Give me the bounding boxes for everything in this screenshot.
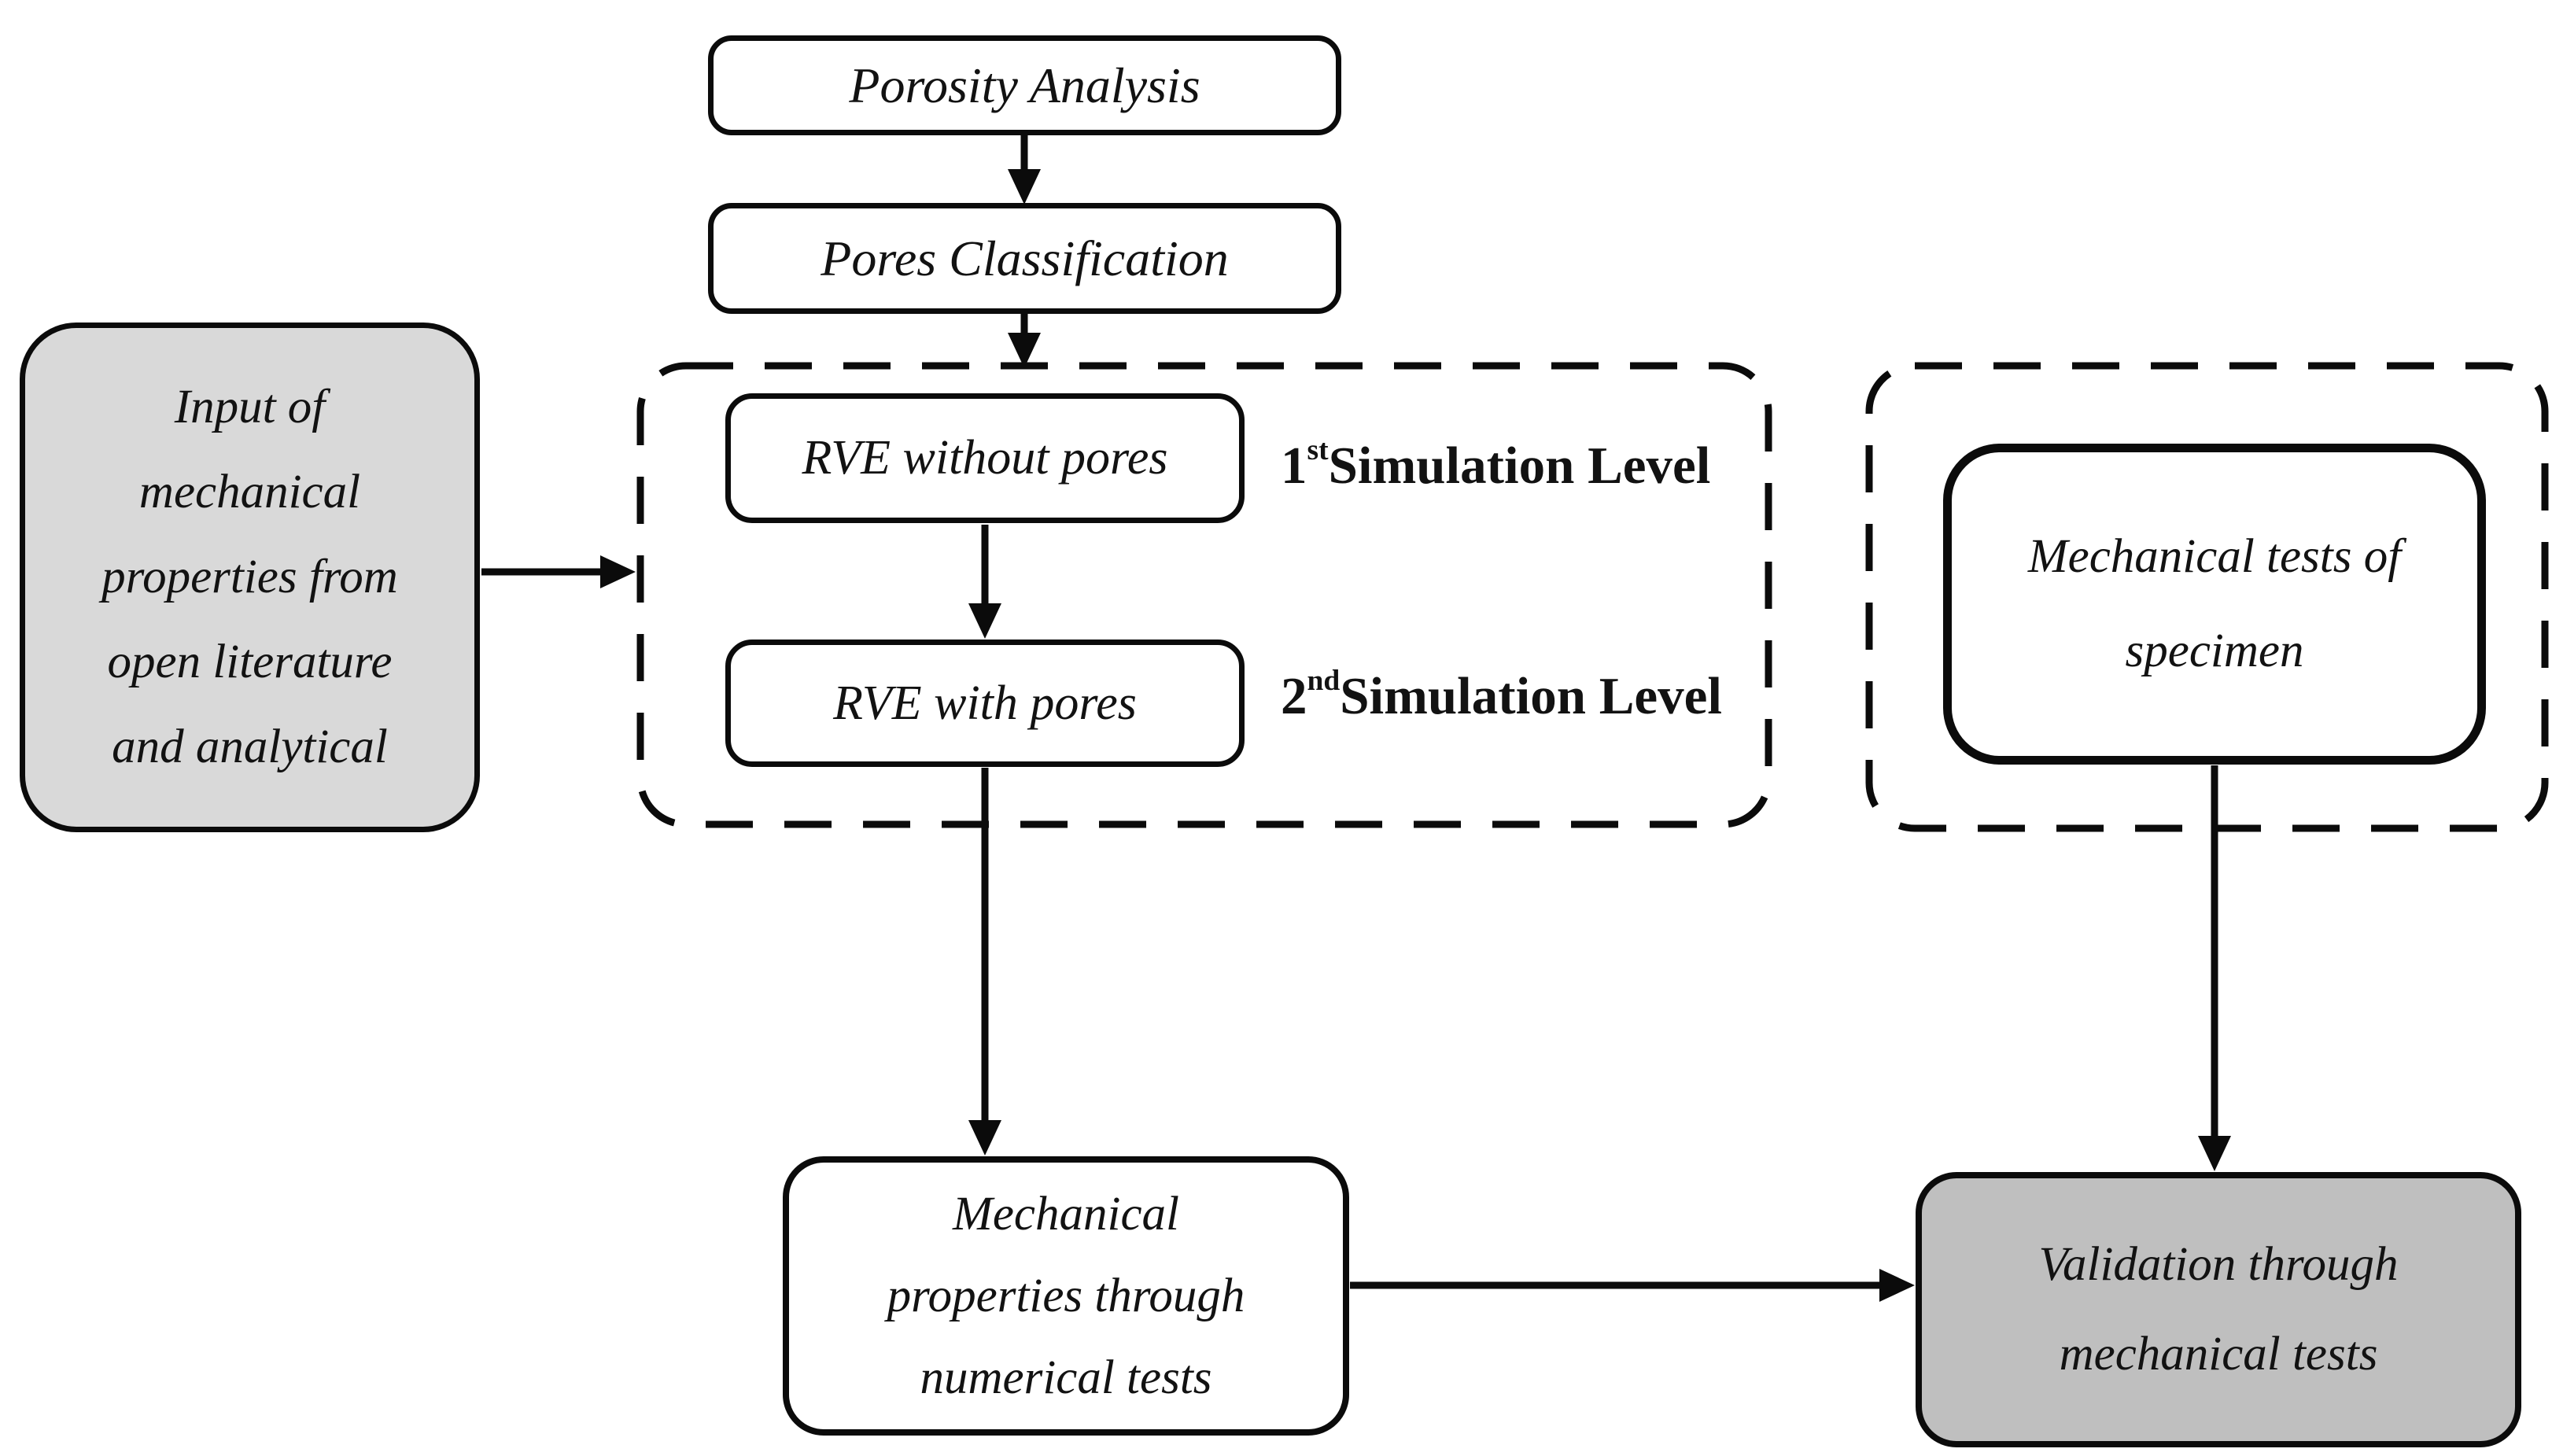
- rve-without-pores-label: RVE without pores: [802, 431, 1168, 485]
- rve-without-pores-box: RVE without pores: [725, 393, 1245, 523]
- pores-classification-box: Pores Classification: [708, 203, 1341, 314]
- input-line: and analytical: [112, 721, 388, 773]
- validation-line: mechanical tests: [2059, 1328, 2378, 1380]
- pores-classification-label: Pores Classification: [821, 230, 1229, 286]
- arrow-porosity-to-pores: [1008, 135, 1041, 205]
- spec-line: Mechanical tests of: [2027, 530, 2402, 583]
- mechanical-tests-specimen-box: Mechanical tests of specimen: [1943, 444, 2486, 765]
- validation-line: Validation through: [2038, 1238, 2399, 1291]
- simulation-level-text: Simulation Level: [1328, 436, 1711, 495]
- validation-mechanical-tests-box: Validation through mechanical tests: [1916, 1172, 2521, 1447]
- rve-with-pores-label: RVE with pores: [833, 676, 1137, 730]
- ordinal-suffix: nd: [1307, 665, 1341, 697]
- input-mechanical-properties-box: Input of mechanical properties from open…: [20, 323, 480, 832]
- arrow-spec-to-validation: [2198, 765, 2231, 1171]
- ordinal-number: 2: [1281, 666, 1307, 725]
- ordinal-number: 1: [1281, 436, 1307, 495]
- arrow-numerical-to-validation: [1350, 1269, 1915, 1302]
- arrow-input-to-simulation-group: [481, 555, 636, 588]
- numerical-line: Mechanical: [953, 1187, 1179, 1240]
- simulation-level-text: Simulation Level: [1340, 666, 1723, 725]
- arrow-rve-with-to-numerical: [968, 768, 1001, 1156]
- numerical-properties-box: Mechanical properties through numerical …: [783, 1156, 1349, 1436]
- rve-with-pores-box: RVE with pores: [725, 640, 1245, 767]
- ordinal-suffix: st: [1307, 434, 1329, 466]
- spec-line: specimen: [2125, 625, 2304, 677]
- numerical-line: properties through: [887, 1269, 1245, 1322]
- porosity-analysis-box: Porosity Analysis: [708, 35, 1341, 135]
- input-line: mechanical: [138, 466, 361, 518]
- arrow-pores-to-simulation-group: [1008, 314, 1041, 368]
- arrow-rve-without-to-rve-with: [968, 525, 1001, 639]
- input-line: open literature: [107, 636, 393, 688]
- numerical-line: numerical tests: [920, 1351, 1212, 1404]
- porosity-analysis-label: Porosity Analysis: [849, 57, 1200, 113]
- input-line: Input of: [174, 381, 326, 433]
- simulation-dashed-group: [636, 362, 1772, 828]
- input-line: properties from: [101, 551, 398, 603]
